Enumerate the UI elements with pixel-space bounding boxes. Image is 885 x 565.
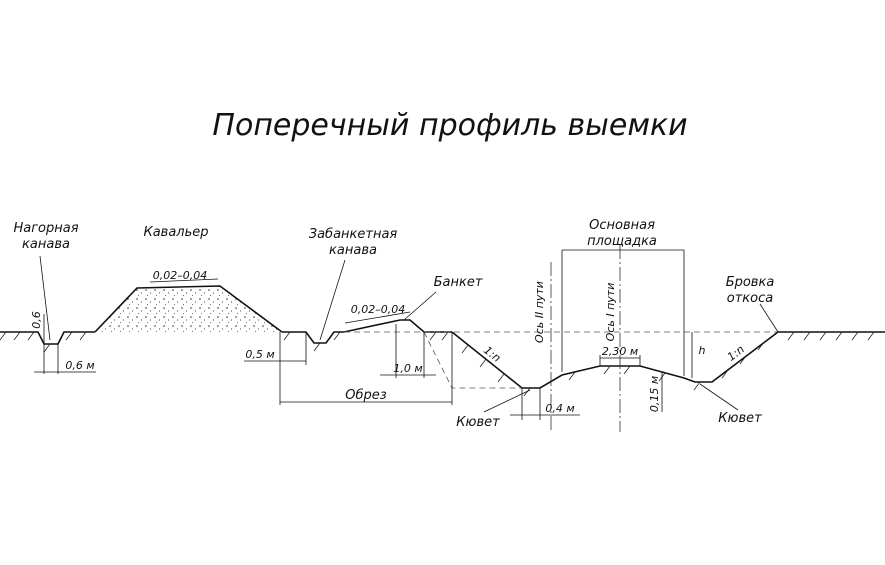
label-osnovnaya-1: Основная: [589, 218, 655, 233]
label-kavalier: Кавальер: [143, 225, 208, 240]
label-nagornaya-1: Нагорная: [13, 221, 78, 236]
kavalier-fill: [95, 286, 282, 332]
label-brovka-2: откоса: [727, 291, 773, 306]
kavalier-outline: [94, 285, 283, 333]
label-kuvet-left: Кювет: [456, 415, 500, 430]
dim-06-horizontal: 0,6 м: [65, 359, 94, 372]
label-zabanket-1: Забанкетная: [309, 227, 398, 242]
leader-nagornaya: [39, 255, 51, 341]
leader-zabanket: [319, 259, 346, 341]
label-brovka-1: Бровка: [726, 275, 775, 290]
drawing-title: Поперечный профиль выемки: [212, 108, 687, 143]
dim-10-text: 1,0 м: [393, 362, 422, 375]
original-slope-dashed: [423, 331, 522, 389]
ground-line-middle: [282, 331, 344, 344]
dim-slope-banket: 0,02–0,04: [351, 303, 405, 316]
label-osnovnaya-2: площадка: [587, 234, 657, 249]
ground-hatching: [0, 331, 875, 397]
label-kuvet-right: Кювет: [718, 411, 762, 426]
banket-outline: [343, 319, 452, 333]
leader-banket: [403, 291, 437, 321]
dim-slope-kavalier: 0,02–0,04: [153, 269, 207, 282]
dim-04-text: 0,4 м: [545, 402, 574, 415]
dim-1n-right: 1:n: [725, 343, 747, 364]
label-axis-track-1: Ось I пути: [604, 283, 617, 342]
label-obrez: Обрез: [345, 388, 386, 403]
leader-brovka: [759, 303, 779, 333]
banket-slope-leader: [344, 311, 411, 324]
ground-line-left: [0, 331, 95, 345]
leader-kuvet-left: [483, 389, 531, 413]
label-banket: Банкет: [434, 275, 483, 290]
label-nagornaya-2: канава: [22, 237, 70, 252]
label-zabanket-2: канава: [329, 243, 377, 258]
dim-h-text: h: [699, 344, 706, 357]
kavalier-slope-leader: [149, 278, 219, 283]
leader-kuvet-right: [699, 383, 739, 411]
label-axis-track-2: Ось II пути: [533, 281, 546, 343]
dim-05-text: 0,5 м: [245, 348, 274, 361]
dim-230-text: 2,30 м: [602, 345, 638, 358]
dim-015-text: 0,15 м: [648, 376, 661, 412]
dim-06-vertical: 0,6: [30, 311, 43, 329]
